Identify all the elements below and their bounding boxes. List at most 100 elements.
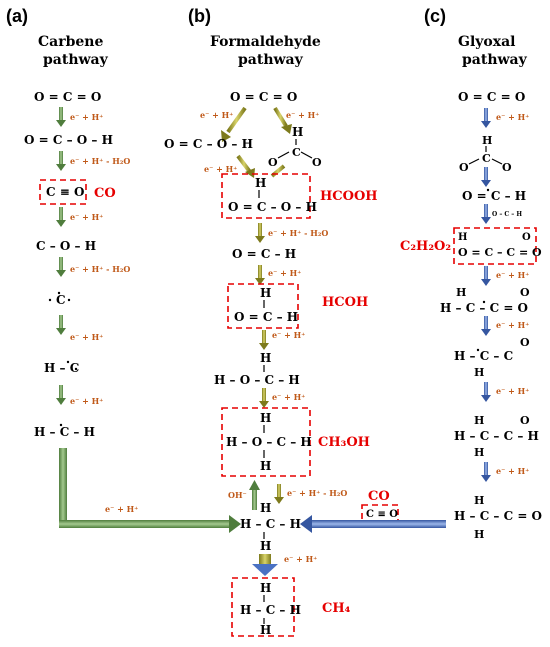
glyoxal-formate-o: O [502,161,512,174]
glyoxal-box [453,227,537,265]
formaldehyde-species-co2: O = C = O [230,90,297,104]
glyoxal-ch3-h-top: H [474,494,484,507]
glyoxal-arrow-6 [481,382,491,402]
glyoxal-species-hoc: H – C – C = O [440,301,528,315]
glyoxal-formate-bond [491,158,503,165]
carbene-species-co: C ≡ O [46,185,84,199]
glyoxal-arrow-7 [481,462,491,482]
hcoh-label: HCOH [322,295,368,310]
carbene-species-c: C [56,293,66,307]
panel-a-letter: (a) [6,6,28,26]
ch4-label: CH₄ [322,601,351,616]
glyoxal-ch2-h-top: H [474,414,484,427]
glyoxal-formula: O = C – C = O [458,246,542,259]
oh-arrow-up [252,488,257,510]
ch3oh-h-top: H [260,411,271,425]
formaldehyde-species-cho: O = C – H [232,247,296,261]
glyoxal-formate-bond [468,158,480,165]
formaldehyde-arrow-right [273,106,288,128]
carbene-arrow-4 [56,257,66,277]
glyoxal-long-arrow-head [300,515,312,533]
glyoxal-ch-o: O [520,336,530,349]
panel-b-title: Formaldehyde [210,34,321,50]
carbene-co-label: CO [94,186,116,201]
carbene-arrow-6 [56,385,66,405]
glyoxal-radical-dot [486,188,490,192]
glyoxal-species-hcc: H – C – C [454,349,513,363]
carbene-step-2: e⁻ + H⁺ - H₂O [70,156,130,166]
carbene-step-1: e⁻ + H⁺ [70,112,103,122]
ch3oh-formula: H – O – C – H [226,435,312,449]
co-box-formula: C ≡ O [366,509,398,520]
formaldehyde-step-8: e⁻ + H⁺ - H₂O [287,488,347,498]
carbene-arrow-3 [56,207,66,227]
panel-c-subtitle: pathway [462,52,528,68]
carbene-species-cooh: O = C – O – H [24,133,113,147]
panel-c-title: Glyoxal [458,34,515,50]
oh-label: OH⁻ [228,490,247,500]
glyoxal-formate-o: O [459,161,469,174]
formate-h: H [292,125,303,139]
glyoxal-step-5: e⁻ + H⁺ [496,466,529,476]
carbene-radical-dot [59,423,63,427]
carbene-step-3: e⁻ + H⁺ [70,212,103,222]
carbene-species-ch2: H – C – H [34,425,95,439]
carbene-arrow-1 [56,107,66,127]
glyoxal-ohc-o: O [520,286,530,299]
glyoxal-species-hcch: H – C – C – H [454,429,539,443]
formaldehyde-arrow-right-head [281,124,292,134]
formaldehyde-arrow-6 [259,330,269,350]
ch2o-h-top: H [260,351,271,365]
formaldehyde-arrow-merge-left-head [245,168,255,178]
carbene-step-6: e⁻ + H⁺ [70,396,103,406]
formaldehyde-step-9: e⁻ + H⁺ [284,554,317,564]
panel-a-subtitle: pathway [43,52,109,68]
ch3-h-top: H [260,501,271,515]
panel-b-letter: (b) [188,6,211,26]
glyoxal-box-h-left: H [458,232,467,243]
glyoxal-species-co2: O = C = O [458,90,525,104]
oh-arrow-up-head [249,480,260,490]
co-label: CO [368,489,390,504]
formaldehyde-step-1: e⁻ + H⁺ [200,110,233,120]
formate-bond [300,151,313,159]
hcoh-box [227,283,299,329]
ch3-h-bottom: H [260,539,271,553]
formaldehyde-step-2: e⁻ + H⁺ [286,110,319,120]
ch3oh-h-bottom: H [260,459,271,473]
hcooh-label: HCOOH [320,189,378,204]
glyoxal-box-o-right: O [522,232,531,243]
formaldehyde-arrow-5 [255,265,265,285]
glyoxal-radical-dot [476,348,480,352]
glyoxal-step-2: e⁻ + H⁺ [496,270,529,280]
formaldehyde-step-6: e⁻ + H⁺ [272,330,305,340]
carbene-step-5: e⁻ + H⁺ [70,332,103,342]
panel-c-letter: (c) [424,6,446,26]
formaldehyde-step-7: e⁻ + H⁺ [272,392,305,402]
glyoxal-step-3: e⁻ + H⁺ [496,320,529,330]
glyoxal-small-label: O – C – H [492,211,522,218]
formaldehyde-arrow-left [226,106,247,134]
final-arrow-shaft [259,554,271,566]
glyoxal-long-arrow [312,520,446,528]
formaldehyde-species-cooh: O = C – O – H [164,137,253,151]
glyoxal-arrow-2 [481,167,491,187]
final-arrow-head [252,564,278,576]
panel-a-title: Carbene [38,34,103,50]
ch4-h-bottom: H [260,623,271,637]
formate-c: C [292,146,301,159]
glyoxal-species-ch3cho: H – C – C = O [454,509,542,523]
panel-b-subtitle: pathway [238,52,304,68]
glyoxal-ch2-o: O [520,414,530,427]
carbene-long-arrow-horizontal [59,520,229,528]
glyoxal-formate-c: C [482,152,491,165]
ch4-h-top: H [260,581,271,595]
carbene-pathway: O = C = O e⁻ + H⁺ O = C – O – H e⁻ + H⁺ … [24,90,241,533]
glyoxal-arrow-4 [481,266,491,286]
glyoxal-step-1: e⁻ + H⁺ [496,112,529,122]
glyoxal-step-4: e⁻ + H⁺ [496,386,529,396]
hcooh-h: H [255,176,266,190]
glyoxal-formate-h: H [482,134,492,147]
glyoxal-radical-dot [482,300,486,304]
